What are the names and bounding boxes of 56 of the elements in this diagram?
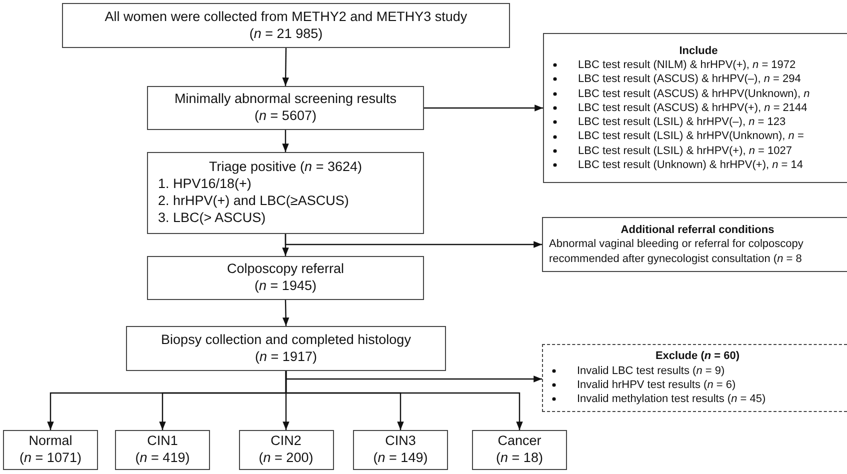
process-box [126,326,446,371]
count-text: (n = 1071) [18,450,82,467]
arrow [282,130,289,152]
process-box [147,256,424,300]
bullet-item: Invalid LBC test results (n = 9) [549,364,725,378]
arrow [284,234,542,248]
list-item: 1. HPV16/18(+) [157,176,252,193]
bullet-item: LBC test result (ASCUS) & hrHPV(Unknown), n [550,86,810,101]
box-heading: Exclude (n = 60) [654,349,741,364]
exclusion-box [542,344,847,412]
bullet-item: Invalid methylation test results (n = 45) [549,392,766,407]
box-title: Cancer [496,433,542,450]
box-title: Normal [28,433,74,450]
bullet-item: LBC test result (Unknown) & hrHPV(+), n = 14 [550,158,803,172]
list-item: 3. LBC(> ASCUS) [157,210,266,227]
bullet-item: LBC test result (ASCUS) & hrHPV(–), n = 294 [550,72,801,87]
count-text: (n = 1945) [254,278,318,295]
bullet-item: Invalid hrHPV test results (n = 6) [549,378,736,392]
process-box [115,430,210,470]
box-heading: Triage positive (n = 3624) [208,159,363,176]
count-text: (n = 200) [258,450,314,467]
box-text: Abnormal vaginal bleeding or referral for colposcopy recommended after gynecologist consultation (n = 8 [549,237,804,266]
arrow [282,48,289,86]
box-title: CIN3 [384,433,417,450]
bullet-item: LBC test result (NILM) & hrHPV(+), n = 1972 [550,58,796,72]
count-text: (n = 149) [372,450,429,467]
box-title: All women were collected from METHY2 and METHY3 study [104,8,468,26]
count-text: (n = 419) [134,450,191,467]
criteria-box [542,217,847,272]
count-text: (n = 18) [495,450,544,467]
count-text: (n = 21 985) [248,26,324,42]
process-box [62,3,510,48]
bullet-item: LBC test result (LSIL) & hrHPV(–), n = 123 [550,115,786,130]
process-box [472,430,567,470]
process-box [147,86,424,130]
process-box [353,430,448,470]
box-title: Minimally abnormal screening results [173,91,398,108]
box-heading: Additional referral conditions [620,223,776,238]
arrow [282,300,290,326]
criteria-box [543,33,847,183]
box-heading: Include [678,44,719,58]
box-title: CIN2 [270,433,302,450]
list-item: 2. hrHPV(+) and LBC(≥ASCUS) [157,193,349,210]
process-box [147,152,424,234]
box-title: Colposcopy referral [226,261,346,278]
box-title: CIN1 [146,433,179,450]
bullet-item: LBC test result (ASCUS) & hrHPV(+), n = 2144 [550,100,808,116]
count-text: (n = 5607) [254,108,318,125]
bullet-item: LBC test result (LSIL) & hrHPV(+), n = 1027 [550,144,792,158]
count-text: (n = 1917) [254,348,318,366]
bullet-item: LBC test result (LSIL) & hrHPV(Unknown), n = [550,129,804,144]
arrow [424,104,543,112]
arrow [285,371,523,430]
process-box [3,430,98,470]
box-title: Biopsy collection and completed histology [160,332,412,348]
process-box [238,430,334,470]
